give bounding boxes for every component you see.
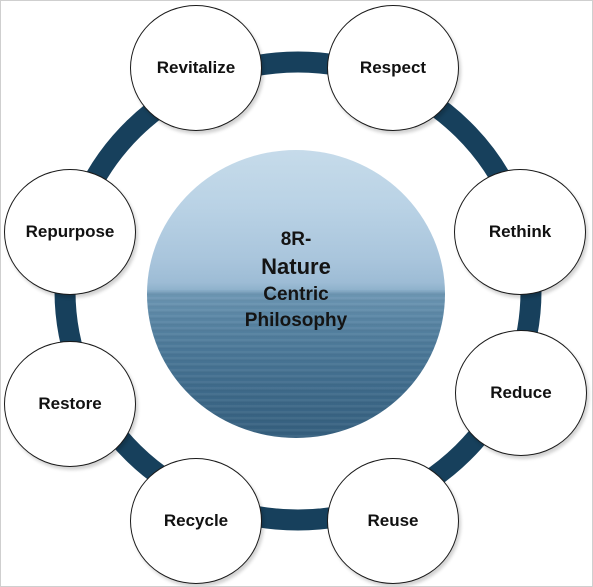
- node-restore: Restore: [4, 341, 136, 467]
- center-title: 8R- Nature Centric Philosophy: [147, 228, 445, 334]
- center-ocean-circle: 8R- Nature Centric Philosophy: [147, 150, 445, 438]
- node-reduce: Reduce: [455, 330, 587, 456]
- node-respect-label: Respect: [359, 58, 427, 77]
- node-rethink: Rethink: [454, 169, 586, 295]
- center-title-line-1: 8R-: [280, 229, 312, 250]
- node-repurpose-label: Repurpose: [25, 222, 115, 241]
- ocean-texture: [147, 291, 445, 438]
- node-respect: Respect: [327, 5, 459, 131]
- node-revitalize: Revitalize: [130, 5, 262, 131]
- center-title-line-3: Centric: [263, 284, 329, 305]
- node-reduce-label: Reduce: [490, 383, 552, 402]
- node-reuse-label: Reuse: [367, 511, 419, 530]
- center-title-line-2: Nature: [261, 254, 331, 279]
- node-repurpose: Repurpose: [4, 169, 136, 295]
- node-recycle: Recycle: [130, 458, 262, 584]
- center-title-line-4: Philosophy: [244, 310, 348, 331]
- node-revitalize-label: Revitalize: [156, 58, 236, 77]
- node-rethink-label: Rethink: [488, 222, 552, 241]
- node-recycle-label: Recycle: [163, 511, 229, 530]
- node-reuse: Reuse: [327, 458, 459, 584]
- node-restore-label: Restore: [38, 394, 102, 413]
